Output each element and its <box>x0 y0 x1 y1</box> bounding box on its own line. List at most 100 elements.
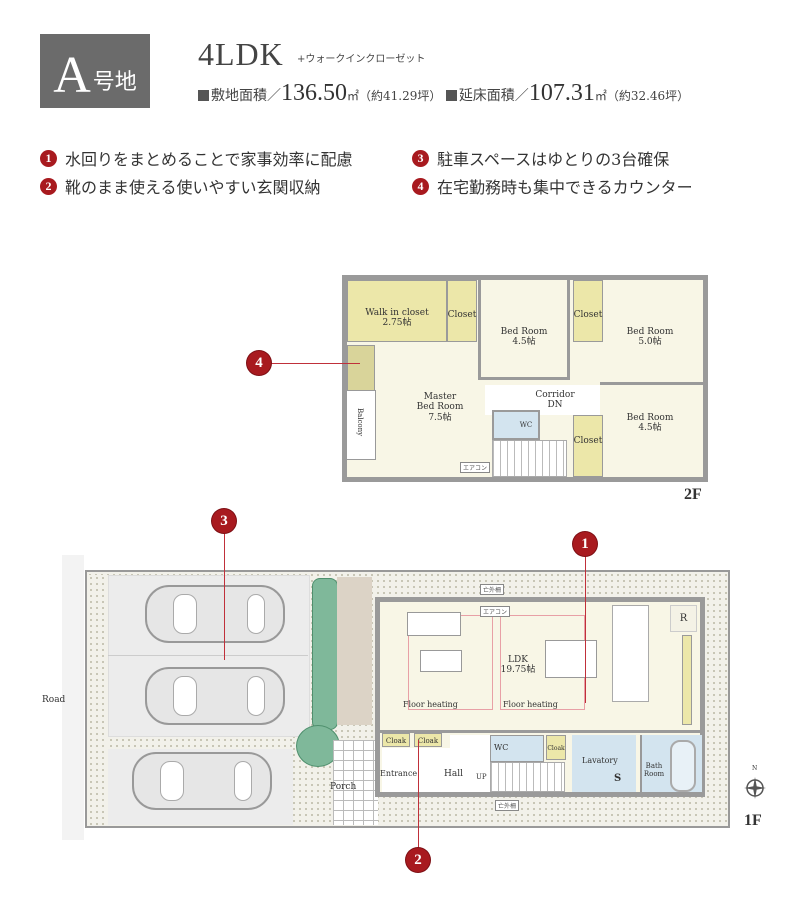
hedge <box>312 578 338 730</box>
cloak-3: Cloak <box>546 735 566 760</box>
lot-suffix: 号地 <box>92 70 137 95</box>
floor-heating-label: Floor heating <box>403 700 458 709</box>
floor-2-label: 2F <box>684 486 702 503</box>
layout-type: 4LDK <box>198 36 284 72</box>
balcony <box>346 390 376 460</box>
site-area-value: 136.50 <box>281 80 347 106</box>
wall <box>600 382 704 385</box>
tree <box>296 725 340 767</box>
road <box>62 555 84 840</box>
toilet-1f <box>490 735 544 762</box>
toilet-label: WC <box>494 743 509 752</box>
car-3 <box>132 752 272 810</box>
closet <box>573 415 603 477</box>
closet-label: Closet <box>447 310 477 320</box>
wall <box>380 730 700 733</box>
porch-label: Porch <box>330 782 357 792</box>
marker-4: 4 <box>247 351 271 375</box>
closet <box>447 280 477 342</box>
feature-1: 1 水回りをまとめることで家事効率に配慮 <box>40 146 353 170</box>
closet <box>573 280 603 342</box>
lot-letter: A <box>53 47 91 104</box>
aircon-tag: エアコン <box>480 606 511 617</box>
fence-tag: 亡外柵 <box>480 584 505 595</box>
square-bullet-icon <box>198 90 209 101</box>
gravel-strip <box>88 575 108 825</box>
site-area-unit: ㎡（約41.29坪） <box>347 89 442 103</box>
hall-label: Hall <box>444 769 463 779</box>
feature-text: 靴のまま使える使いやすい玄関収納 <box>65 178 321 197</box>
feature-4: 4 在宅勤務時も集中できるカウンター <box>412 174 693 198</box>
toilet-label: WC <box>519 421 533 429</box>
lavatory-label: Lavatory <box>582 756 618 765</box>
car-2 <box>145 667 285 725</box>
sofa <box>407 612 461 636</box>
refrigerator: R <box>670 605 697 632</box>
leader-line <box>268 363 360 364</box>
feature-2: 2 靴のまま使える使いやすい玄関収納 <box>40 174 321 198</box>
staircase <box>492 440 567 477</box>
car-1 <box>145 585 285 643</box>
number-badge-icon: 1 <box>40 149 57 167</box>
marker-2: 2 <box>406 848 430 872</box>
area-info: 敷地面積／136.50㎡（約41.29坪） 延床面積／107.31㎡（約32.4… <box>198 80 689 107</box>
staircase <box>490 762 565 792</box>
cupboard <box>682 635 692 725</box>
leader-line <box>585 553 586 703</box>
aircon-tag: エアコン <box>460 462 491 473</box>
entrance <box>382 748 450 792</box>
coffee-table <box>420 650 462 672</box>
balcony-label: Balcony <box>356 407 365 437</box>
floor-1-label: 1F <box>744 812 762 829</box>
marker-3: 3 <box>212 509 236 533</box>
number-badge-icon: 4 <box>412 177 429 195</box>
garden-path <box>337 577 372 725</box>
feature-text: 駐車スペースはゆとりの3台確保 <box>437 150 670 169</box>
lavatory <box>572 735 636 792</box>
kitchen-counter <box>612 605 649 702</box>
feature-text: 水回りをまとめることで家事効率に配慮 <box>65 150 353 169</box>
parking-divider <box>108 655 308 656</box>
fence-tag: 亡外柵 <box>495 800 520 811</box>
dining-table <box>545 640 597 678</box>
gravel-strip <box>108 737 293 749</box>
cloak-1: Cloak <box>382 733 410 747</box>
marker-1: 1 <box>573 532 597 556</box>
feature-text: 在宅勤務時も集中できるカウンター <box>437 178 693 197</box>
lot-badge: A 号地 <box>40 34 150 108</box>
north-label: N <box>752 765 758 772</box>
square-bullet-icon <box>445 90 457 101</box>
site-area-label: 敷地面積／ <box>211 88 281 104</box>
cloak-2: Cloak <box>414 733 442 747</box>
stairs-up-label: UP <box>476 773 487 781</box>
storage-label: S <box>614 773 622 784</box>
closet-label: Closet <box>573 310 603 320</box>
bathtub <box>670 740 696 792</box>
floor-heating-label: Floor heating <box>503 700 558 709</box>
bedroom-1 <box>478 280 570 380</box>
floor-area-value: 107.31 <box>528 80 595 106</box>
road-label: Road <box>42 695 66 705</box>
entrance-label: Entrance <box>380 769 418 778</box>
leader-line <box>418 740 419 848</box>
leader-line <box>224 530 225 660</box>
north-compass-icon <box>741 772 769 800</box>
walk-in-closet <box>347 280 447 342</box>
floor-area-unit: ㎡（約32.46坪） <box>594 89 690 103</box>
closet-label: Closet <box>573 436 603 446</box>
toilet-2f <box>492 410 540 440</box>
hall <box>450 735 490 792</box>
number-badge-icon: 2 <box>40 177 57 195</box>
porch <box>333 740 378 825</box>
layout-extra: +ウォークインクローゼット <box>297 54 426 65</box>
floor-area-label: 延床面積／ <box>458 88 529 104</box>
